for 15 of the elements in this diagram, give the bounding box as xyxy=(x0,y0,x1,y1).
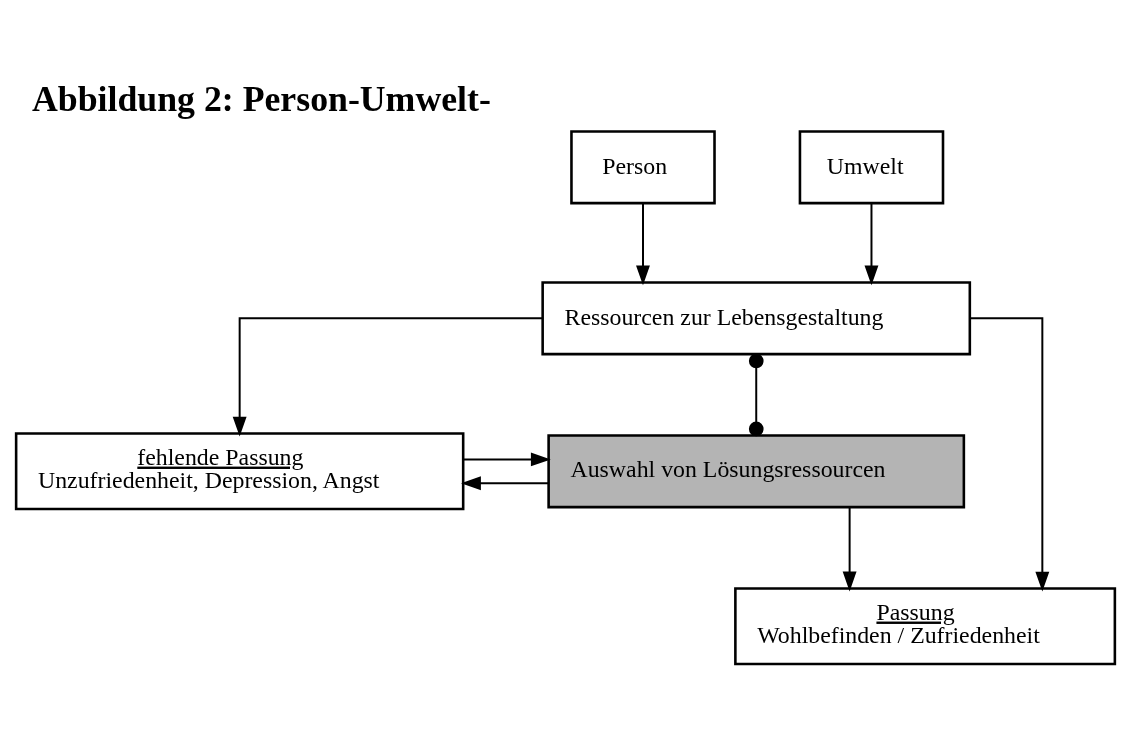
node-box: fehlende Passung Unzufriedenheit, Depression, Angst xyxy=(14,432,465,511)
arrow xyxy=(842,506,857,592)
arrow xyxy=(461,476,550,491)
arrow xyxy=(462,452,551,467)
node-box: Auswahl von Lösungsressourcen xyxy=(547,434,966,509)
node-box: Person xyxy=(570,130,716,205)
arrow xyxy=(864,202,879,286)
node-box: Passung Wohlbefinden / Zufriedenheit xyxy=(734,587,1117,666)
arrow xyxy=(969,317,1050,592)
arrow xyxy=(232,317,544,437)
arrow xyxy=(636,202,650,286)
diagram-title: Abbildung 2: Person-Umwelt- xyxy=(32,78,491,119)
connector xyxy=(748,353,764,437)
node-box: Umwelt xyxy=(798,130,945,205)
node-box: Ressourcen zur Lebensgestaltung xyxy=(541,281,972,356)
